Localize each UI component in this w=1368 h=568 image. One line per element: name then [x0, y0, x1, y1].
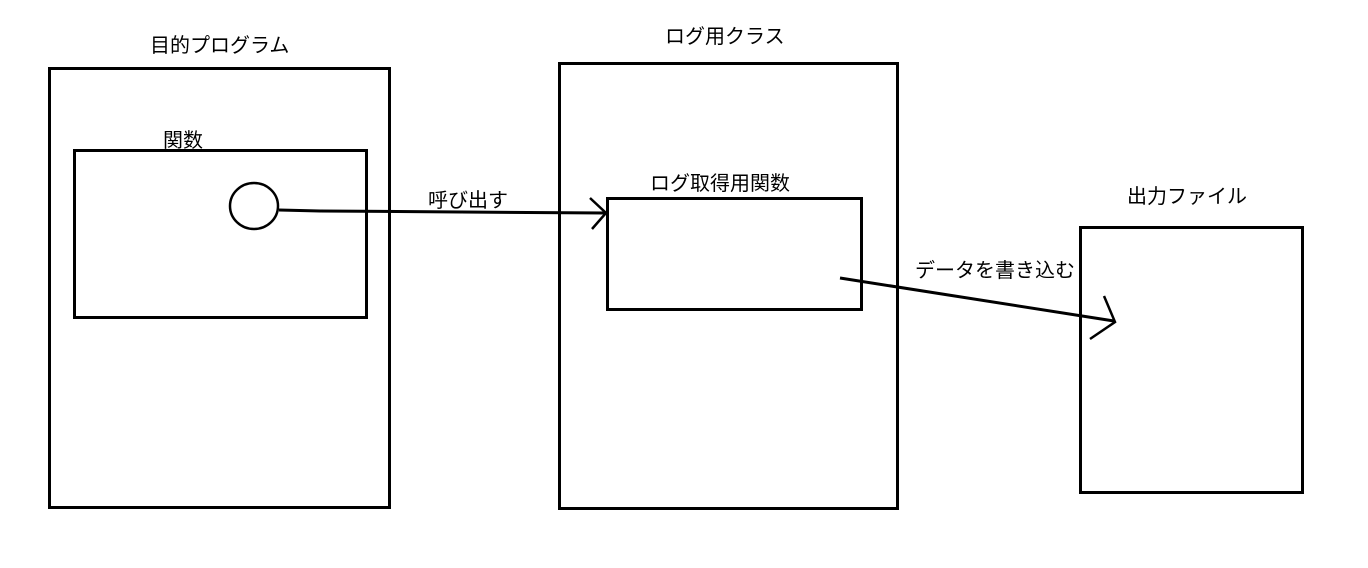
- log-class-title: ログ用クラス: [665, 24, 785, 48]
- call-point-circle: [228, 181, 280, 231]
- call-arrowhead: [589, 197, 608, 230]
- call-label: 呼び出す: [428, 188, 508, 212]
- write-label: データを書き込む: [915, 258, 1075, 282]
- target-function-label: 関数: [163, 128, 203, 152]
- log-function-box: [606, 197, 863, 311]
- target-function-box: [73, 149, 368, 319]
- target-program-title: 目的プログラム: [150, 33, 290, 57]
- write-arrowhead: [1089, 295, 1117, 341]
- target-program-box: [48, 67, 391, 509]
- log-function-label: ログ取得用関数: [650, 171, 790, 195]
- write-arrow-line: [839, 276, 1115, 323]
- output-file-box: [1079, 226, 1304, 494]
- output-file-title: 出力ファイル: [1127, 184, 1247, 208]
- call-arrow-line: [278, 208, 606, 215]
